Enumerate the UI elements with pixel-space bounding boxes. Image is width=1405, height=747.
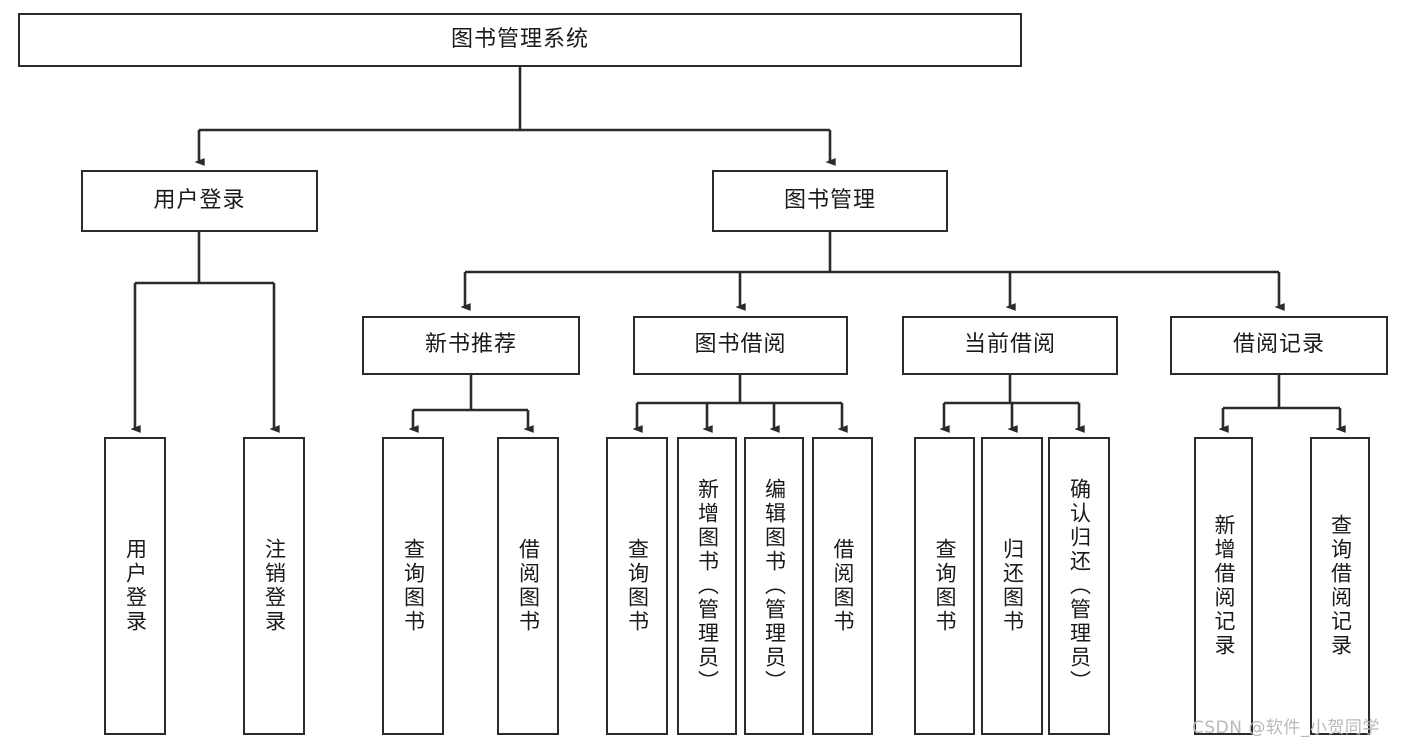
node-label: 用户登录 (123, 538, 148, 634)
node-current-borrow[interactable]: 当前借阅 (902, 316, 1118, 375)
node-label: 用户登录 (153, 187, 246, 213)
node-label: 借阅记录 (1232, 332, 1325, 358)
node-label: 归还图书 (1000, 538, 1025, 634)
node-leaf-return-book[interactable]: 归还图书 (981, 437, 1043, 735)
node-leaf-logout[interactable]: 注销登录 (243, 437, 305, 735)
node-label: 编辑图书（管理员） (762, 478, 787, 694)
node-label: 查询图书 (625, 538, 650, 634)
node-label: 借阅图书 (831, 538, 855, 634)
node-label: 图书管理系统 (450, 26, 589, 52)
node-user-login[interactable]: 用户登录 (81, 170, 318, 232)
node-label: 图书借阅 (694, 332, 787, 358)
node-label: 当前借阅 (963, 332, 1056, 358)
node-label: 新书推荐 (424, 332, 517, 358)
node-leaf-query-book-1[interactable]: 查询图书 (382, 437, 444, 735)
node-leaf-query-book-3[interactable]: 查询图书 (914, 437, 975, 735)
node-leaf-query-record[interactable]: 查询借阅记录 (1310, 437, 1370, 735)
node-borrow-record[interactable]: 借阅记录 (1170, 316, 1388, 375)
node-label: 图书管理 (783, 187, 876, 213)
node-book-borrow[interactable]: 图书借阅 (633, 316, 848, 375)
node-label: 注销登录 (262, 538, 287, 634)
node-leaf-add-book[interactable]: 新增图书（管理员） (677, 437, 737, 735)
node-label: 查询图书 (401, 538, 426, 634)
node-root-system[interactable]: 图书管理系统 (18, 13, 1022, 67)
watermark-credit: CSDN @软件_小贺同学 (1192, 718, 1380, 738)
node-leaf-user-login[interactable]: 用户登录 (104, 437, 166, 735)
node-label: 新增图书（管理员） (695, 478, 720, 694)
node-label: 确认归还（管理员） (1067, 478, 1092, 694)
node-label: 查询图书 (933, 538, 957, 634)
node-book-manage[interactable]: 图书管理 (712, 170, 948, 232)
node-leaf-confirm-return[interactable]: 确认归还（管理员） (1048, 437, 1110, 735)
node-leaf-edit-book[interactable]: 编辑图书（管理员） (744, 437, 804, 735)
node-new-book-recommend[interactable]: 新书推荐 (362, 316, 580, 375)
node-label: 查询借阅记录 (1328, 514, 1353, 658)
node-label: 借阅图书 (516, 538, 541, 634)
node-leaf-borrow-book-2[interactable]: 借阅图书 (812, 437, 873, 735)
node-leaf-query-book-2[interactable]: 查询图书 (606, 437, 668, 735)
node-leaf-borrow-book-1[interactable]: 借阅图书 (497, 437, 559, 735)
node-leaf-add-record[interactable]: 新增借阅记录 (1194, 437, 1253, 735)
node-label: 新增借阅记录 (1212, 514, 1236, 658)
